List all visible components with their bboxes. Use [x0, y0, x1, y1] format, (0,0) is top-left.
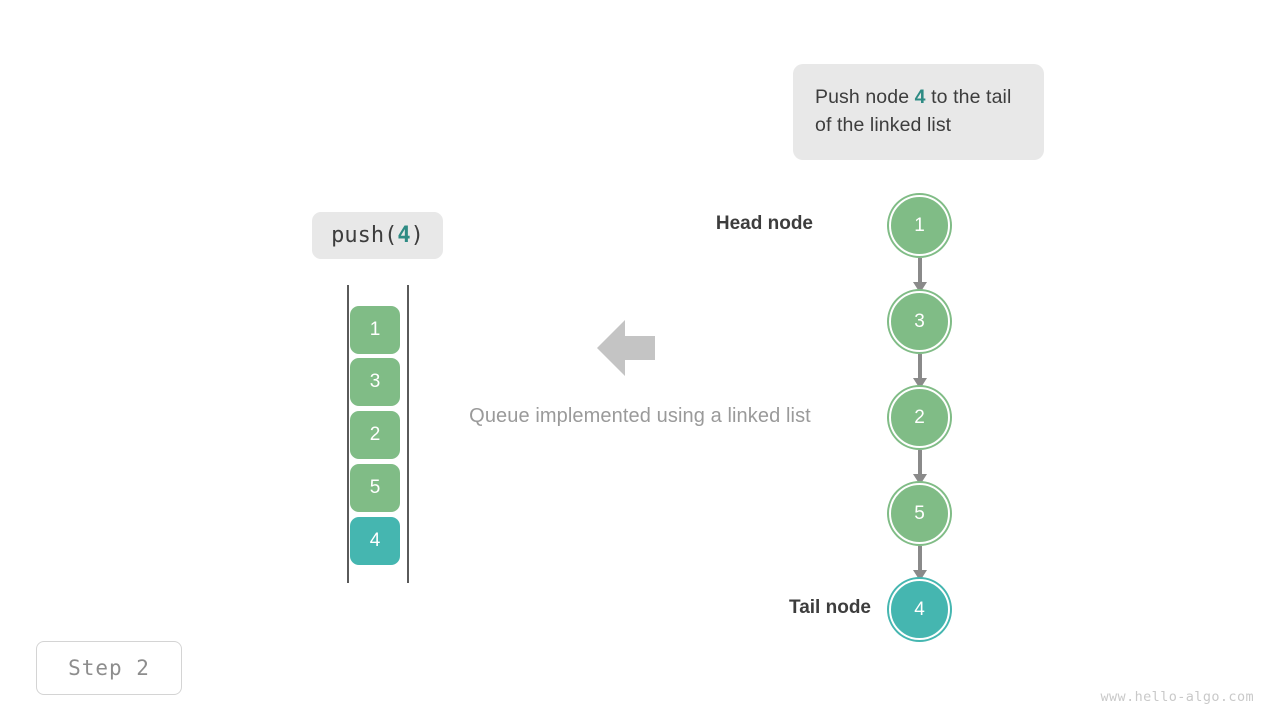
linked-list-node-value: 2 — [914, 406, 925, 428]
linked-list-node: 5 — [889, 483, 950, 544]
diagram-caption: Queue implemented using a linked list — [469, 405, 811, 427]
linked-list-node-value: 4 — [914, 598, 925, 620]
linked-list-node: 3 — [889, 291, 950, 352]
operation-label: push(4) — [312, 212, 443, 259]
left-arrow-icon — [595, 318, 657, 383]
callout-accent-value: 4 — [914, 86, 926, 108]
linked-list-node: 4 — [889, 579, 950, 640]
callout-text-before: Push node — [815, 86, 915, 108]
array-cell-value: 5 — [369, 477, 381, 498]
callout-text: Push node 4 to the tail of the linked li… — [815, 83, 1022, 139]
callout-text-after: to the tail of the linked list — [815, 86, 1012, 136]
linked-list-connector-arrow-icon — [911, 450, 929, 486]
array-cell-value: 4 — [369, 530, 381, 551]
linked-list-node-value: 1 — [914, 214, 925, 236]
array-cell: 5 — [350, 464, 400, 512]
array-cell-value: 3 — [369, 371, 381, 392]
linked-list-node: 2 — [889, 387, 950, 448]
linked-list-connector-arrow-icon — [911, 258, 929, 294]
array-cell-value: 2 — [369, 424, 381, 445]
callout-box: Push node 4 to the tail of the linked li… — [793, 64, 1044, 160]
linked-list-node-value: 5 — [914, 502, 925, 524]
step-badge: Step 2 — [36, 641, 182, 695]
linked-list-connector-arrow-icon — [911, 354, 929, 390]
operation-label-argument: 4 — [397, 223, 411, 248]
operation-label-suffix: ) — [410, 223, 424, 248]
array-cell: 1 — [350, 306, 400, 354]
linked-list-node-value: 3 — [914, 310, 925, 332]
head-node-label: Head node — [715, 213, 813, 234]
watermark: www.hello-algo.com — [1100, 689, 1254, 705]
linked-list-connector-arrow-icon — [911, 546, 929, 582]
array-cell: 2 — [350, 411, 400, 459]
array-cell: 3 — [350, 358, 400, 406]
array-cell: 4 — [350, 517, 400, 565]
array-rail-right — [407, 285, 409, 583]
array-rail-left — [347, 285, 349, 583]
tail-node-label: Tail node — [789, 597, 871, 618]
operation-label-prefix: push( — [331, 223, 398, 248]
linked-list-node: 1 — [889, 195, 950, 256]
array-cell-value: 1 — [369, 319, 381, 340]
